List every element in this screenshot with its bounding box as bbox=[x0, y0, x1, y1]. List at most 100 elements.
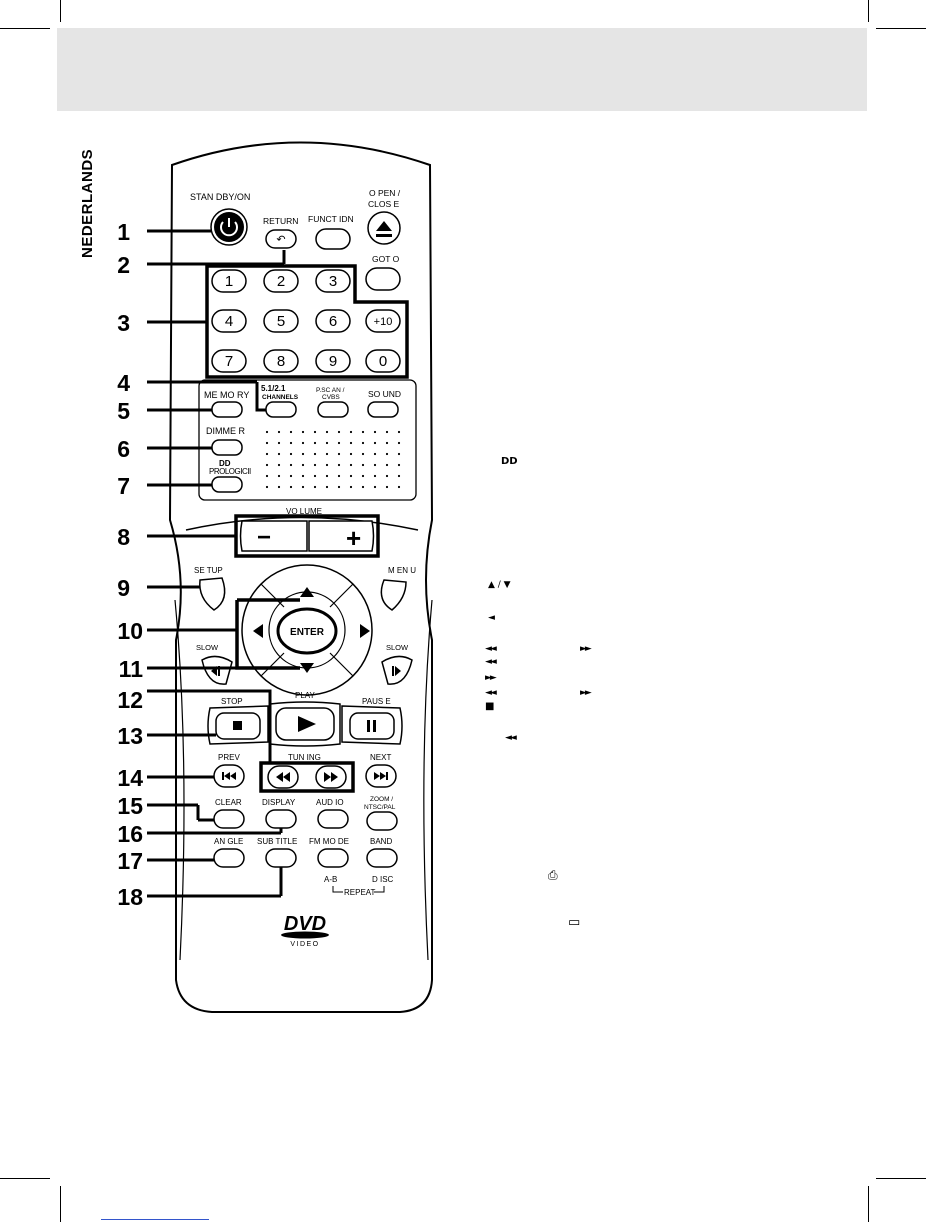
remote-body-curve-left bbox=[174, 599, 185, 961]
channels-button bbox=[265, 401, 297, 418]
repeat-label: REPEAT bbox=[344, 888, 376, 897]
callout-11: 11 bbox=[119, 656, 144, 682]
channels-label-2: CHANNELS bbox=[262, 394, 299, 401]
sound-button bbox=[367, 401, 399, 418]
stop-icon: ■ bbox=[485, 701, 495, 712]
pscan-label-2: CVBS bbox=[322, 394, 340, 401]
enter-label: ENTER bbox=[290, 627, 325, 638]
pause-icon bbox=[367, 720, 376, 732]
clear-button bbox=[213, 809, 245, 829]
crop-mark bbox=[0, 1178, 50, 1179]
angle-label: AN GLE bbox=[214, 837, 243, 846]
left-arrow-icon: ◄ bbox=[488, 613, 495, 623]
goto-button bbox=[365, 267, 401, 291]
callout-numbers: 1 2 3 4 5 6 7 8 9 10 11 12 13 14 15 16 1… bbox=[117, 219, 143, 910]
nav-right-icon bbox=[360, 624, 370, 638]
digit-8: 8 bbox=[277, 353, 285, 370]
fast-forward-icon: ►► bbox=[485, 673, 497, 683]
callout-7: 7 bbox=[117, 473, 130, 499]
callout-5: 5 bbox=[117, 398, 130, 424]
dolby-mark: DD bbox=[219, 459, 231, 468]
return-label: RETURN bbox=[263, 216, 298, 226]
dimmer-label: DIMME R bbox=[206, 426, 245, 436]
callout-lines bbox=[147, 229, 286, 898]
stop-label: STOP bbox=[221, 697, 243, 706]
callout-15: 15 bbox=[117, 793, 143, 819]
fm-mode-button bbox=[317, 848, 349, 868]
callout-10: 10 bbox=[117, 618, 143, 644]
digit-2: 2 bbox=[277, 273, 285, 290]
digit-5: 5 bbox=[277, 313, 285, 330]
callout-14: 14 bbox=[117, 765, 143, 791]
memory-button bbox=[211, 401, 243, 418]
callout-13: 13 bbox=[117, 723, 143, 749]
digit-buttons: 1 2 3 4 5 6 +10 7 8 9 0 bbox=[211, 269, 401, 373]
subtitle-label: SUB TITLE bbox=[257, 837, 297, 846]
prev-icon bbox=[222, 772, 236, 780]
standby-label: STAN DBY/ON bbox=[190, 192, 250, 202]
sound-label: SO UND bbox=[368, 389, 401, 399]
subtitle-button bbox=[265, 848, 297, 868]
zoom-button bbox=[366, 811, 398, 831]
setup-button bbox=[199, 577, 226, 611]
digit-9: 9 bbox=[329, 353, 337, 370]
return-button bbox=[265, 229, 297, 249]
up-down-arrows-icon: ▲ / ▼ bbox=[488, 580, 511, 590]
goto-label: GOT O bbox=[372, 254, 400, 264]
audio-button bbox=[317, 809, 349, 829]
setup-label: SE TUP bbox=[194, 566, 223, 575]
dolby-icon: DD bbox=[501, 456, 518, 467]
open-close-label-1: O PEN / bbox=[369, 188, 401, 198]
callout-4-bracket bbox=[255, 382, 266, 412]
callout-16: 16 bbox=[117, 821, 143, 847]
display-button bbox=[265, 809, 297, 829]
nav-down-icon bbox=[300, 663, 314, 673]
audio-label: AUD IO bbox=[316, 798, 344, 807]
rewind-icon: ◄◄ bbox=[485, 688, 497, 698]
digit-block-highlight bbox=[205, 264, 409, 379]
pscan-label-1: P.SC AN / bbox=[316, 387, 345, 394]
slow-left-label: SLOW bbox=[196, 643, 219, 652]
callout-1: 1 bbox=[117, 219, 130, 245]
digit-7: 7 bbox=[225, 353, 233, 370]
play-label: PLAY bbox=[295, 691, 316, 700]
menu-button bbox=[380, 579, 407, 611]
fast-forward-icon: ►► bbox=[580, 644, 592, 654]
ff-icon bbox=[324, 772, 338, 782]
crop-mark bbox=[876, 1178, 926, 1179]
next-icon bbox=[374, 772, 388, 780]
crop-mark bbox=[0, 28, 50, 29]
tuning-highlight bbox=[259, 761, 355, 793]
callout-4: 4 bbox=[117, 370, 130, 396]
digit-3: 3 bbox=[329, 273, 337, 290]
fast-forward-icon: ►► bbox=[580, 688, 592, 698]
band-button bbox=[366, 848, 398, 868]
dvd-video-label: VIDEO bbox=[290, 941, 319, 948]
enter-button bbox=[276, 607, 338, 655]
crop-mark bbox=[876, 28, 926, 29]
callout-12: 12 bbox=[117, 687, 143, 713]
vol-plus-button bbox=[308, 520, 375, 552]
eject-icon bbox=[376, 221, 392, 237]
digit-6: 6 bbox=[329, 313, 337, 330]
vol-minus-button bbox=[239, 520, 308, 552]
open-close-label-2: CLOS E bbox=[368, 199, 400, 209]
zoom-label-1: ZOOM / bbox=[370, 796, 393, 803]
band-label: BAND bbox=[370, 837, 392, 846]
angle-icon: ⎙ bbox=[548, 868, 558, 882]
clear-label: CLEAR bbox=[215, 798, 242, 807]
callout-6: 6 bbox=[117, 436, 130, 462]
function-button bbox=[315, 228, 351, 250]
remote-body-curve-right bbox=[423, 599, 433, 961]
angle-button bbox=[213, 848, 245, 868]
pscan-button bbox=[317, 401, 349, 418]
prologic-button bbox=[211, 476, 243, 493]
ab-label: A-B bbox=[324, 875, 337, 884]
callout-12-line bbox=[205, 689, 272, 762]
slow-right-label: SLOW bbox=[386, 643, 409, 652]
dimmer-button bbox=[211, 439, 243, 456]
vol-plus-icon: + bbox=[346, 523, 361, 553]
return-icon: ↶ bbox=[276, 233, 285, 246]
display-label: DISPLAY bbox=[262, 798, 296, 807]
